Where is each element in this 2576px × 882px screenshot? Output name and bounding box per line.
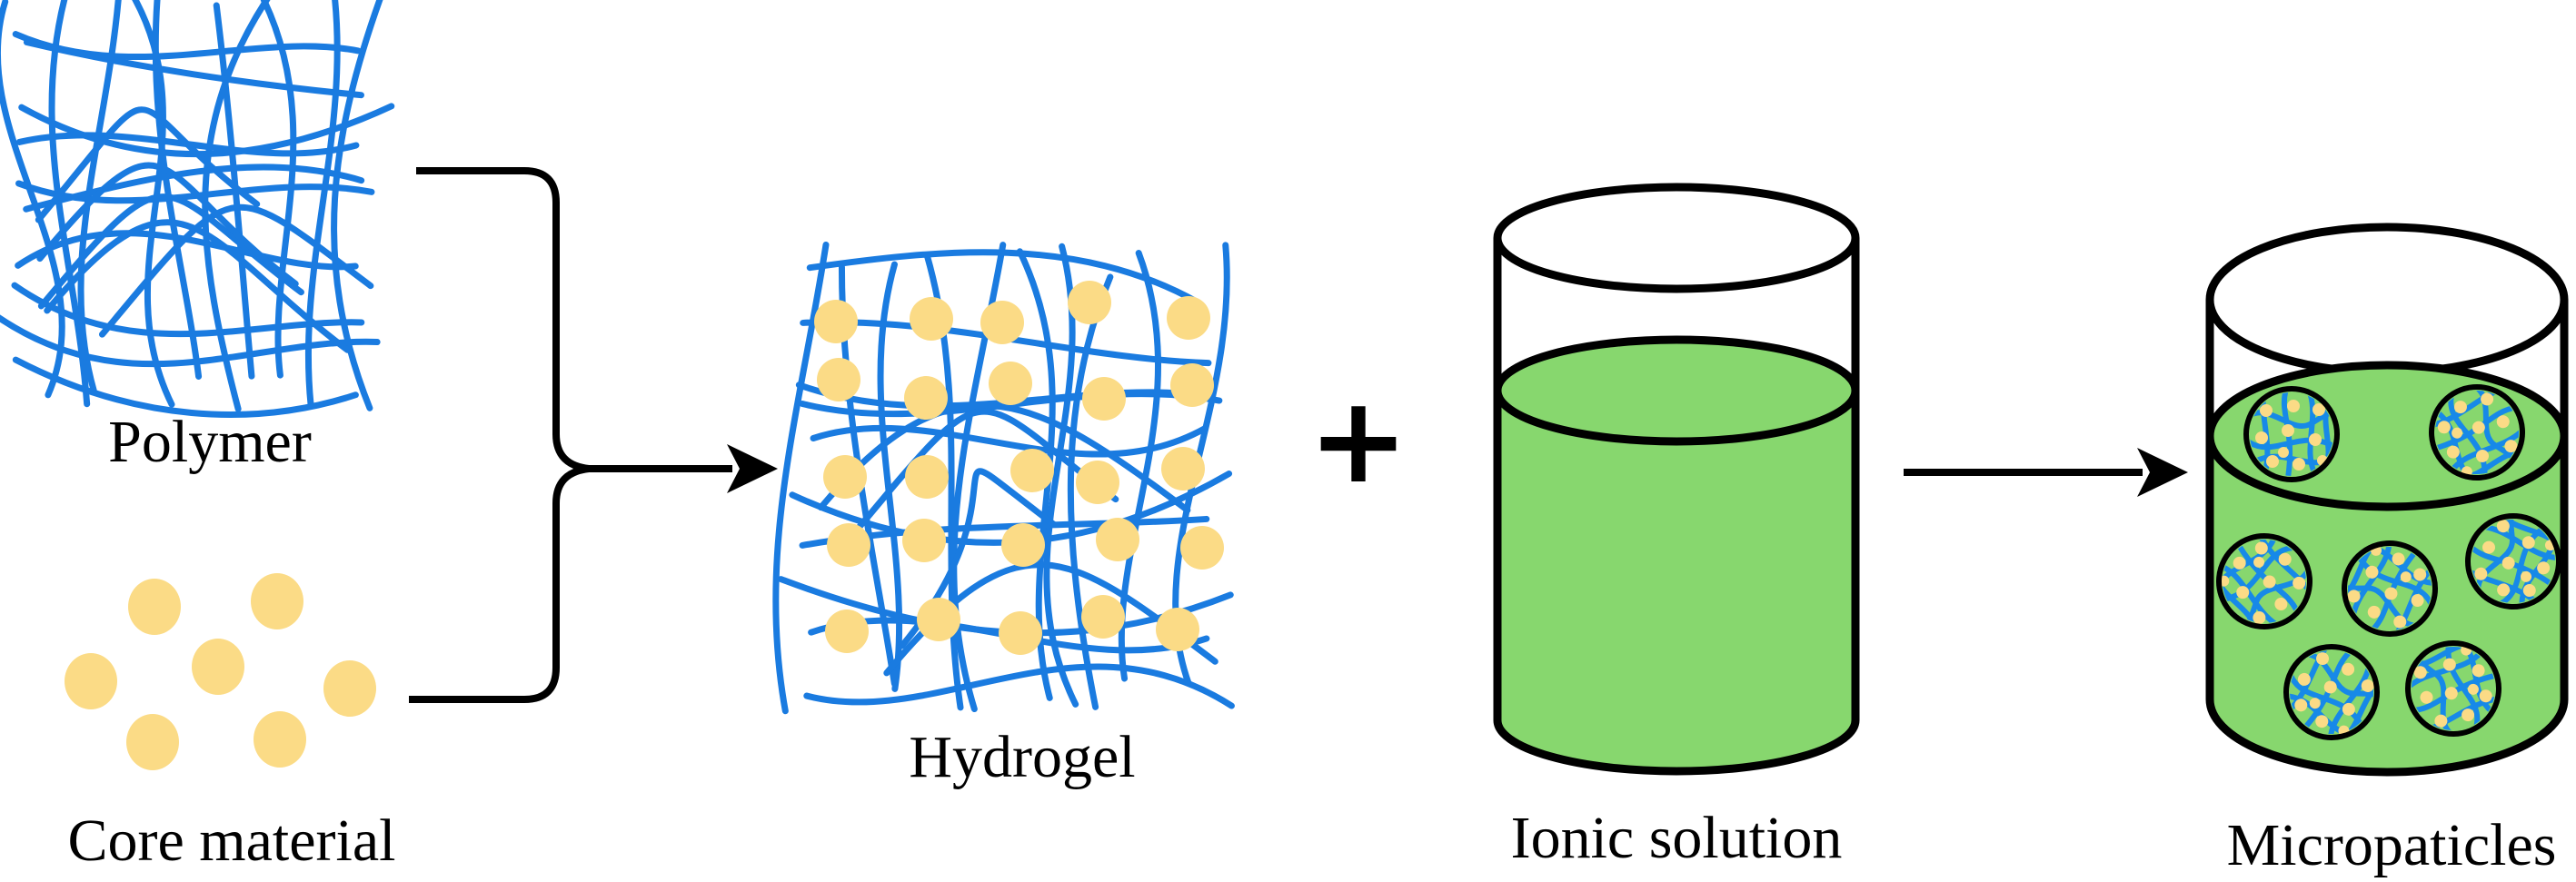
hydrogel-core-dot	[917, 598, 960, 641]
beaker-rim	[1493, 183, 1860, 293]
polymer-strand	[35, 106, 261, 223]
hydrogel-core-dot	[989, 362, 1032, 405]
hydrogel-core-dot	[904, 376, 948, 420]
hydrogel-core-dot	[999, 611, 1042, 655]
polymer-strand	[37, 193, 304, 310]
polymer-strand	[44, 219, 351, 353]
hydrogel-core-dot	[814, 300, 858, 343]
polymer-strand	[817, 401, 1191, 514]
hydrogel-core-dot	[1096, 518, 1139, 561]
polymer-strand	[23, 164, 365, 213]
core-dot	[192, 639, 244, 695]
hydrogel-core-dots	[814, 281, 1224, 655]
beaker-bottom	[2205, 699, 2569, 777]
hydrogel-core-dot	[1076, 461, 1119, 504]
polymer-strand	[0, 314, 381, 368]
hydrogel-label: Hydrogel	[909, 724, 1135, 790]
reaction-arrow-head	[2137, 448, 2188, 497]
core-dot	[126, 714, 179, 770]
hydrogel-core-dot	[1167, 296, 1210, 340]
ionic-solution-beaker	[1493, 183, 1860, 776]
polymer-strand	[772, 241, 830, 715]
polymer-strand	[1067, 273, 1114, 710]
beaker-walls	[2205, 300, 2569, 699]
polymer-strand	[0, 0, 65, 399]
hydrogel-core-dot	[1081, 595, 1125, 639]
polymer-strand	[15, 230, 359, 271]
core-dot	[323, 660, 376, 717]
core-dot	[128, 579, 181, 635]
liquid-surface	[1493, 335, 1860, 446]
polymer-network	[0, 0, 395, 418]
polymer-strand	[803, 663, 1235, 709]
beaker-walls	[1493, 238, 1860, 720]
hydrogel-core-dot	[1170, 363, 1214, 407]
liquid-body	[1497, 391, 1855, 771]
reaction-arrow	[1904, 448, 2188, 497]
hydrogel-core-dot	[910, 297, 953, 341]
core-material-dots	[65, 573, 376, 770]
beaker-bottom	[1493, 719, 1860, 776]
hydrogel-core-dot	[825, 609, 869, 653]
core-material-label: Core material	[67, 808, 395, 874]
microparticles-beaker	[2197, 223, 2576, 777]
hydrogel-core-dot	[905, 455, 949, 499]
merge-bracket	[409, 167, 778, 703]
merge-arrow-head	[727, 444, 778, 493]
polymer-strand	[806, 249, 1202, 306]
core-dot	[251, 573, 303, 629]
ionic-solution-label: Ionic solution	[1511, 805, 1843, 871]
microparticle	[2246, 389, 2342, 480]
core-dot	[254, 711, 306, 768]
hydrogel-core-dot	[823, 455, 867, 499]
hydrogel-core-dot	[1010, 449, 1054, 492]
polymer-label: Polymer	[108, 409, 312, 475]
polymer-strand	[810, 424, 1208, 458]
hydrogel-core-dot	[980, 301, 1024, 344]
hydrogel-core-dot	[1001, 523, 1045, 567]
polymer-strand	[899, 468, 1058, 649]
hydrogel-core-dot	[817, 358, 860, 401]
hydrogel-core-dot	[827, 523, 870, 567]
microparticles-label: Micropaticles	[2227, 812, 2557, 878]
hydrogel-core-dot	[902, 519, 946, 562]
hydrogel-core-dot	[1180, 526, 1224, 570]
hydrogel-core-dot	[1082, 377, 1126, 421]
hydrogel-core-dot	[1156, 608, 1199, 651]
polymer-strand	[23, 39, 364, 99]
plus-operator: +	[1308, 371, 1409, 510]
polymer-strand	[152, 0, 203, 380]
polymer-strand	[36, 162, 299, 287]
beaker-rim	[2205, 223, 2569, 377]
polymer-strand	[12, 356, 359, 418]
hydrogel-core-dot	[1161, 447, 1205, 491]
core-dot	[65, 653, 117, 709]
polymer-strand	[98, 203, 374, 338]
hydrogel-core-dot	[1068, 281, 1111, 324]
